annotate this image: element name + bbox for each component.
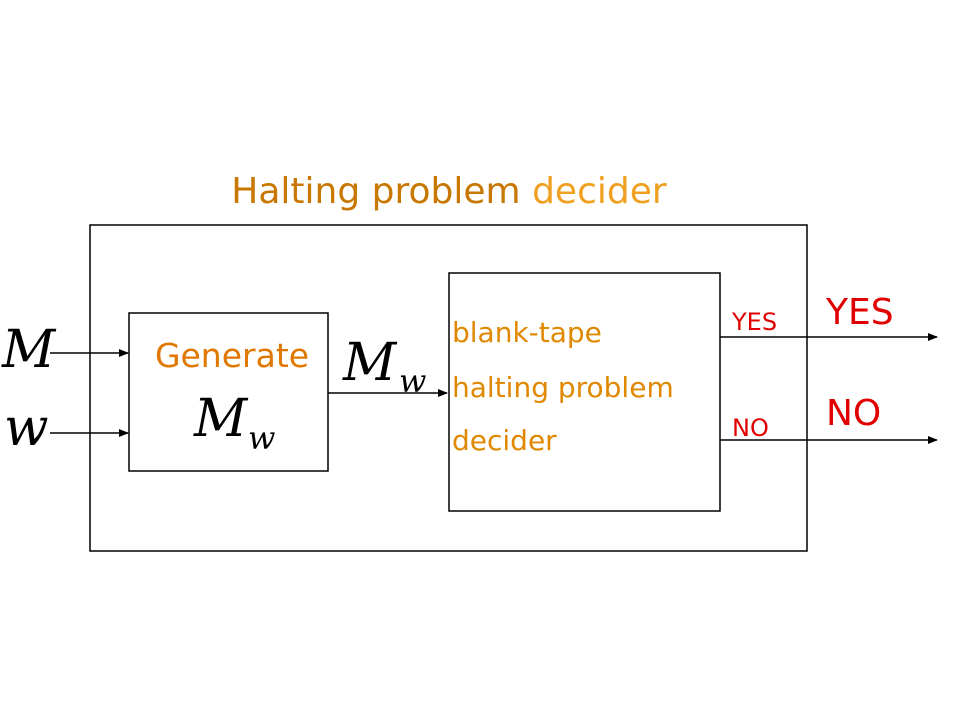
decider-line-1: blank-tape [452,316,602,349]
generate-box [128,312,329,472]
inner-yes-label: YES [731,308,777,336]
blank-tape-decider-box [448,272,721,512]
title-halting-problem: Halting problem [231,171,520,212]
outer-no-label: NO [826,393,881,434]
generate-machine-subscript: w [248,419,275,457]
input-m-symbol: M [1,320,57,380]
generate-machine-symbol: M [193,389,249,449]
outer-yes-label: YES [825,292,894,333]
intermediate-machine-symbol: M [342,333,398,393]
decider-line-3: decider [452,424,557,457]
inner-no-label: NO [732,414,769,442]
decider-line-2: halting problem [452,371,674,404]
input-w-symbol: w [4,398,49,458]
generate-label: Generate [155,336,309,375]
diagram-title: Halting problem decider [231,171,667,212]
intermediate-machine-subscript: w [399,362,426,400]
title-decider: decider [532,171,667,212]
outer-decider-box [89,224,808,552]
